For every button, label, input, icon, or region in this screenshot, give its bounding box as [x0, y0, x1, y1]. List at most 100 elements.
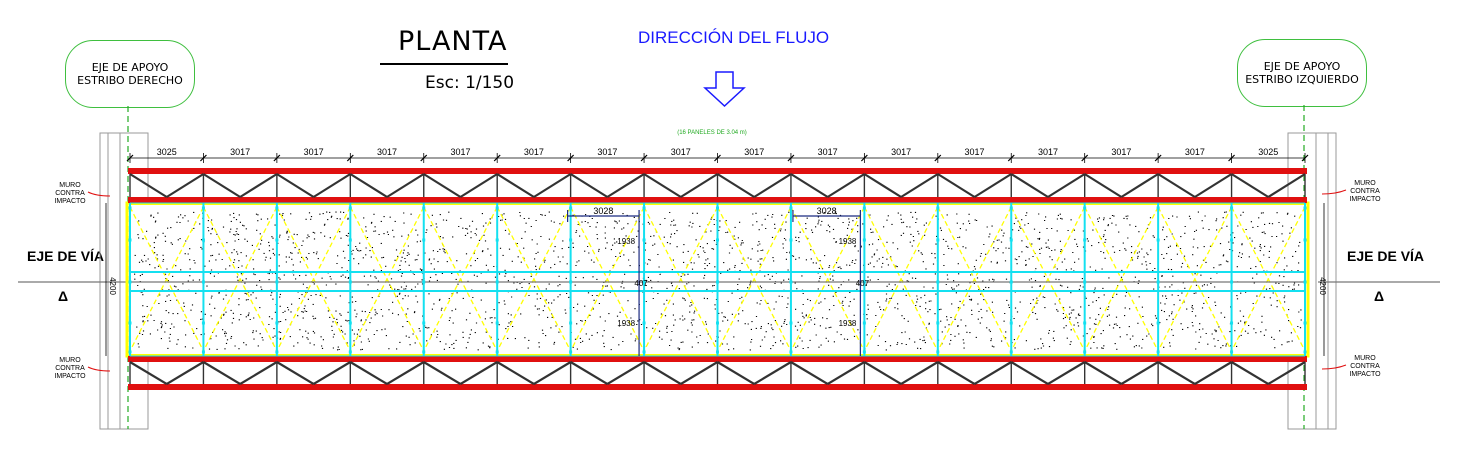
width-dim-left: 4200: [108, 277, 117, 295]
node-marker: [1303, 238, 1307, 242]
node-marker: [862, 321, 866, 325]
leader-top-left: [87, 191, 111, 197]
inner-dim-half-width-bottom: 1938: [839, 319, 857, 328]
bracing-diagonal: [1084, 206, 1159, 352]
node-marker: [569, 238, 573, 242]
node-marker: [275, 206, 279, 210]
dimension-slash: [934, 154, 942, 162]
truss-diagonal: [1047, 173, 1086, 198]
node-marker: [716, 238, 719, 242]
flow-direction-label: DIRECCIÓN DEL FLUJO: [638, 28, 830, 47]
node-marker: [495, 206, 499, 210]
node-marker: [1083, 321, 1087, 325]
abutment-right-bubble: EJE DE APOYO ESTRIBO DERECHO: [65, 40, 195, 108]
truss-diagonal: [386, 361, 425, 385]
truss-outer-chord: [128, 168, 1307, 174]
truss-diagonal: [606, 173, 645, 198]
node-marker: [936, 321, 940, 325]
impact-wall-word: MURO: [59, 182, 81, 189]
dimension-slash: [1301, 154, 1309, 162]
node-marker: [495, 321, 499, 325]
panels-note: (16 PANELES DE 3.04 m): [677, 130, 747, 136]
truss-diagonal: [937, 361, 976, 385]
node-marker: [495, 350, 499, 354]
impact-wall-label-top-right: MURO CONTRA IMPACTO: [1347, 180, 1383, 204]
truss-diagonal: [1047, 361, 1086, 385]
node-marker: [569, 321, 573, 325]
abutment-left-line2: ESTRIBO DERECHO: [77, 74, 183, 87]
dimension-slash: [346, 154, 354, 162]
node-marker: [936, 280, 940, 284]
truss-diagonal: [423, 173, 462, 198]
node-marker: [936, 350, 940, 354]
node-marker: [862, 350, 866, 354]
impact-wall-word: CONTRA: [55, 190, 85, 197]
bracing-diagonal: [570, 206, 645, 352]
leader-bottom-right: [1321, 364, 1347, 370]
dimension-label: 3017: [1038, 147, 1058, 157]
node-marker: [1009, 206, 1013, 210]
truss-diagonal: [973, 173, 1012, 198]
truss-diagonal: [496, 361, 535, 385]
dimension-label: 3017: [450, 147, 470, 157]
node-marker: [1303, 321, 1307, 325]
truss-diagonal: [1157, 173, 1196, 198]
dimension-label: 3017: [744, 147, 764, 157]
dimension-slash: [493, 154, 501, 162]
truss-diagonal: [680, 173, 719, 198]
node-marker: [275, 321, 279, 325]
truss-diagonal: [900, 173, 939, 198]
dimension-label: 3017: [230, 147, 250, 157]
node-marker: [716, 280, 719, 284]
node-marker: [201, 206, 205, 210]
node-marker: [1009, 280, 1013, 284]
impact-wall-word: CONTRA: [55, 365, 85, 372]
truss-diagonal: [1010, 173, 1049, 198]
node-marker: [569, 206, 573, 210]
node-marker: [862, 206, 866, 210]
truss-diagonal: [129, 361, 168, 385]
truss-diagonal: [533, 361, 572, 385]
node-marker: [422, 238, 426, 242]
node-marker: [1009, 350, 1013, 354]
inner-dim-panel: 3028: [817, 206, 837, 216]
truss-diagonal: [1267, 173, 1306, 198]
dimension-slash: [126, 154, 134, 162]
leader-bottom-left: [87, 366, 111, 372]
node-marker: [642, 238, 646, 242]
node-marker: [201, 321, 205, 325]
impact-wall-word: IMPACTO: [1349, 196, 1381, 203]
node-marker: [1009, 321, 1013, 325]
truss-diagonal: [827, 173, 865, 198]
impact-wall-word: MURO: [59, 357, 81, 364]
dimension-slash: [860, 154, 868, 162]
bracing-diagonal: [202, 206, 278, 352]
truss-diagonal: [937, 173, 976, 198]
node-marker: [1303, 280, 1307, 284]
node-marker: [789, 206, 793, 210]
node-marker: [716, 350, 719, 354]
node-marker: [1303, 206, 1307, 210]
leader-top-right: [1321, 189, 1347, 195]
truss-diagonal: [973, 361, 1012, 385]
floor-beams-cyan: [128, 202, 1307, 357]
node-marker: [128, 280, 132, 284]
truss-diagonal: [459, 173, 498, 198]
truss-diagonal: [1157, 361, 1196, 385]
truss-top: [128, 168, 1307, 205]
truss-diagonal: [753, 361, 792, 385]
track-axis-label-left: EJE DE VÍA: [27, 248, 105, 264]
truss-diagonal: [202, 173, 241, 198]
bracing-diagonal: [496, 206, 572, 352]
inner-dim-half-width-bottom: 1938: [617, 319, 635, 328]
impact-wall-word: MURO: [1354, 355, 1376, 362]
dimension-slash: [420, 154, 428, 162]
dimension-slash: [787, 154, 795, 162]
node-marker: [789, 350, 793, 354]
truss-diagonal: [166, 361, 205, 385]
dimension-slash: [1154, 154, 1162, 162]
node-marker: [1230, 206, 1234, 210]
truss-diagonal: [753, 173, 792, 198]
